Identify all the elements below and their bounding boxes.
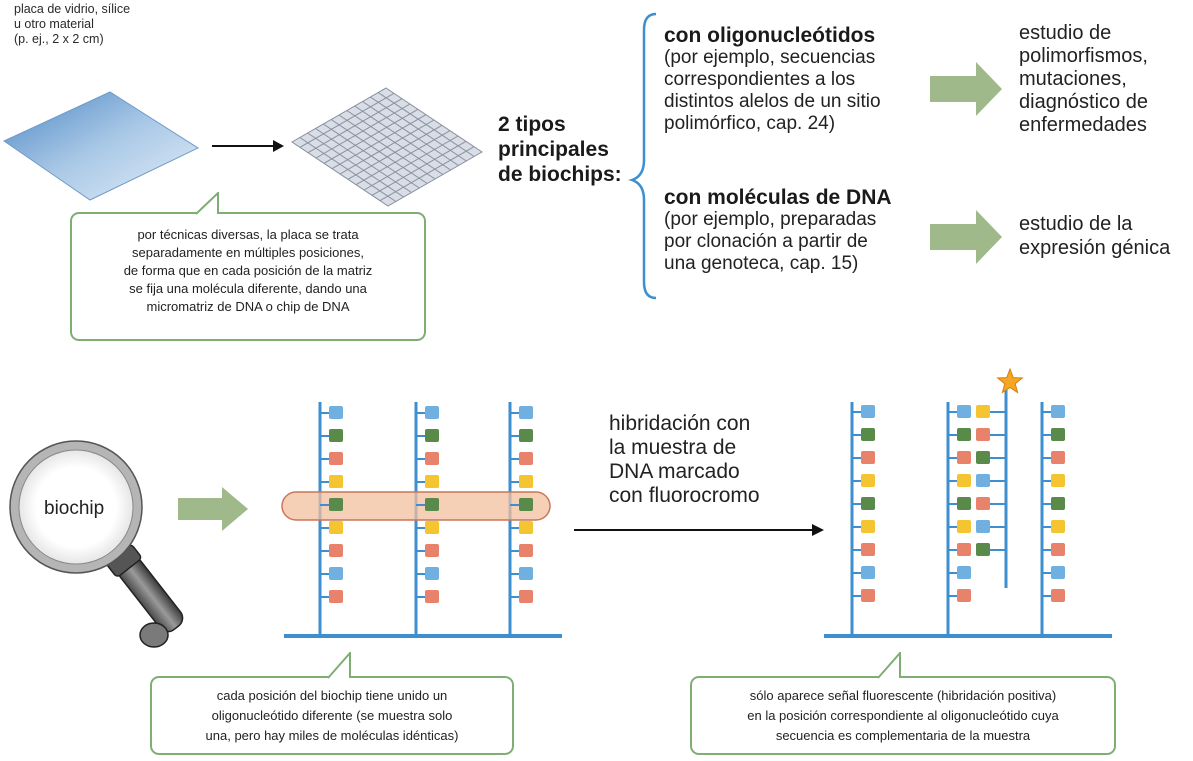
- signal-callout-tail: [877, 652, 901, 679]
- probe-base-blue: [519, 567, 533, 580]
- hybridization-arrow: [574, 524, 824, 536]
- magnifier-label: biochip: [44, 498, 105, 519]
- probe-base-yellow: [861, 520, 875, 533]
- probe-base-yellow: [957, 520, 971, 533]
- chip-gridline: [379, 146, 475, 202]
- probe-base-salmon: [519, 544, 533, 557]
- probe-base-yellow: [519, 521, 533, 534]
- probe-base-green: [1051, 497, 1065, 510]
- probe-base-yellow: [861, 474, 875, 487]
- biochip-array-before: [281, 402, 562, 638]
- probe-base-green: [861, 497, 875, 510]
- sample-base-blue: [976, 520, 990, 533]
- probe-base-yellow: [425, 521, 439, 534]
- treatment-callout-tail: [195, 192, 219, 215]
- sample-base-green: [976, 451, 990, 464]
- probe-base-green: [957, 497, 971, 510]
- probe-base-salmon: [519, 590, 533, 603]
- chip-grid: [291, 87, 483, 207]
- probe-base-blue: [957, 566, 971, 579]
- probe-base-yellow: [329, 521, 343, 534]
- sample-base-salmon: [976, 428, 990, 441]
- signal-callout: sólo aparece señal fluorescente (hibrida…: [690, 676, 1116, 755]
- probe-base-blue: [519, 406, 533, 419]
- result-arrow-2: [930, 210, 1002, 264]
- sample-base-green: [976, 543, 990, 556]
- probe-base-salmon: [957, 589, 971, 602]
- probe-base-yellow: [1051, 474, 1065, 487]
- position-callout: cada posición del biochip tiene unido un…: [150, 676, 514, 755]
- probe-base-salmon: [861, 589, 875, 602]
- types-brace: [628, 12, 657, 300]
- probe-base-salmon: [861, 451, 875, 464]
- probe-base-green: [519, 429, 533, 442]
- probe-base-blue: [425, 567, 439, 580]
- chip-gridline: [377, 92, 475, 157]
- probe-base-blue: [329, 406, 343, 419]
- glass-plate: [2, 91, 200, 201]
- probe-base-blue: [861, 405, 875, 418]
- probe-base-salmon: [329, 452, 343, 465]
- biochip-array-after: [824, 367, 1112, 638]
- plate-to-chip-illustration: [2, 87, 483, 207]
- probe-base-salmon: [519, 452, 533, 465]
- chip-gridline: [371, 140, 467, 196]
- plate-label: placa de vidrio, sílice u otro material …: [14, 2, 131, 46]
- probe-base-yellow: [329, 475, 343, 488]
- probe-base-salmon: [957, 543, 971, 556]
- probe-base-blue: [957, 405, 971, 418]
- probe-base-green: [1051, 428, 1065, 441]
- sample-base-yellow: [976, 405, 990, 418]
- probe-base-green: [425, 429, 439, 442]
- probe-base-salmon: [1051, 543, 1065, 556]
- probe-base-yellow: [425, 475, 439, 488]
- probe-base-blue: [1051, 405, 1065, 418]
- probe-base-salmon: [425, 590, 439, 603]
- probe-base-salmon: [425, 452, 439, 465]
- probe-base-salmon: [329, 590, 343, 603]
- hybridization-label: hibridación con la muestra de DNA marcad…: [609, 412, 760, 507]
- probe-base-yellow: [957, 474, 971, 487]
- probe-base-yellow: [519, 475, 533, 488]
- probe-base-blue: [329, 567, 343, 580]
- probe-base-blue: [1051, 566, 1065, 579]
- result-gene-expression: estudio de la expresión génica: [1019, 213, 1171, 259]
- probe-base-green: [329, 429, 343, 442]
- sample-base-salmon: [976, 497, 990, 510]
- types-label: 2 tipos principales de biochips:: [498, 113, 622, 186]
- probe-base-salmon: [1051, 451, 1065, 464]
- array-left-probes: [281, 402, 562, 638]
- probe-base-green: [519, 498, 533, 511]
- probe-base-salmon: [861, 543, 875, 556]
- position-callout-tail: [327, 652, 351, 679]
- probe-base-blue: [861, 566, 875, 579]
- probe-base-green: [329, 498, 343, 511]
- biochip-arrow: [178, 487, 248, 531]
- magnifier-handle-end: [139, 622, 169, 648]
- magnifier-illustration: [9, 440, 184, 648]
- treatment-callout: por técnicas diversas, la placa se trata…: [70, 212, 426, 341]
- type-oligonucleotides: con oligonucleótidos (por ejemplo, secue…: [664, 24, 881, 134]
- array-right-probes: [824, 367, 1112, 638]
- probe-base-salmon: [425, 544, 439, 557]
- probe-base-green: [957, 428, 971, 441]
- result-polymorphisms: estudio de polimorfismos, mutaciones, di…: [1019, 22, 1148, 136]
- probe-base-green: [425, 498, 439, 511]
- result-arrow-1: [930, 62, 1002, 116]
- magnifier-lens: [18, 449, 134, 565]
- fluorochrome-star-icon: [996, 367, 1024, 394]
- probe-base-yellow: [1051, 520, 1065, 533]
- plate-arrow-head: [273, 140, 284, 152]
- probe-base-salmon: [1051, 589, 1065, 602]
- probe-base-green: [861, 428, 875, 441]
- probe-base-salmon: [957, 451, 971, 464]
- probe-base-blue: [425, 406, 439, 419]
- type-dna-molecules: con moléculas de DNA (por ejemplo, prepa…: [664, 186, 892, 274]
- probe-base-salmon: [329, 544, 343, 557]
- sample-base-blue: [976, 474, 990, 487]
